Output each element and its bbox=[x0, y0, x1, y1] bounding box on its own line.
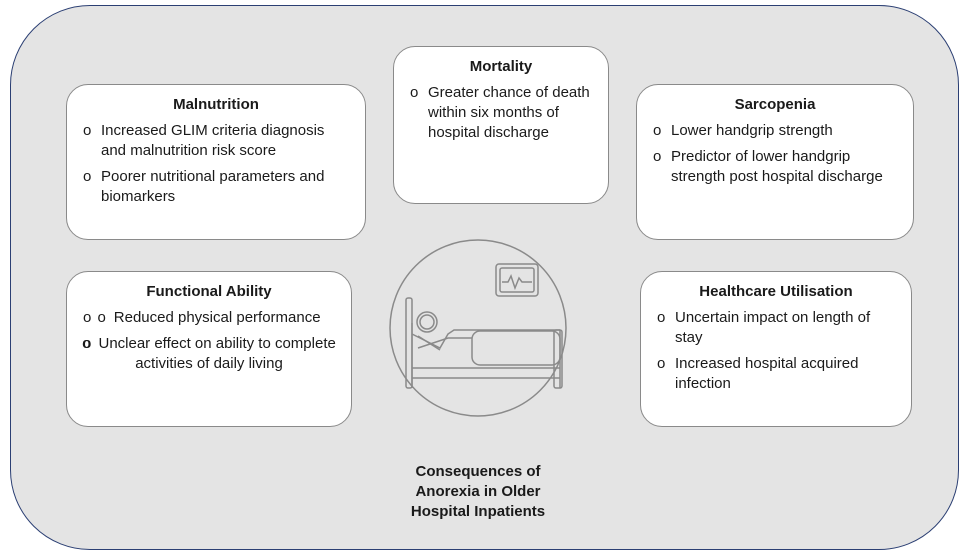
list-item: Lower handgrip strength bbox=[649, 121, 901, 141]
bullet-icon: o bbox=[97, 309, 106, 326]
card-title-healthcare-utilisation: Healthcare Utilisation bbox=[699, 283, 853, 300]
card-list-sarcopenia: Lower handgrip strength Predictor of low… bbox=[649, 121, 901, 187]
bullet-icon: o bbox=[82, 335, 91, 352]
caption-line: Hospital Inpatients bbox=[410, 503, 546, 520]
diagram-caption: Consequences of Anorexia in Older Hospit… bbox=[378, 462, 578, 522]
card-list-malnutrition: Increased GLIM criteria diagnosis and ma… bbox=[79, 121, 353, 207]
list-item: Greater chance of death within six month… bbox=[406, 83, 596, 143]
card-title-malnutrition: Malnutrition bbox=[173, 96, 259, 113]
card-title-mortality: Mortality bbox=[469, 58, 533, 75]
card-title-sarcopenia: Sarcopenia bbox=[734, 96, 816, 113]
list-item: Uncertain impact on length of stay bbox=[653, 308, 899, 348]
card-malnutrition: Malnutrition Increased GLIM criteria dia… bbox=[66, 84, 366, 240]
card-title-functional-ability: Functional Ability bbox=[146, 283, 272, 300]
list-item: Poorer nutritional parameters and biomar… bbox=[79, 167, 353, 207]
list-item: Increased hospital acquired infection bbox=[653, 354, 899, 394]
caption-line: Anorexia in Older bbox=[415, 483, 541, 500]
caption-line: Consequences of bbox=[415, 463, 541, 480]
list-item: Predictor of lower handgrip strength pos… bbox=[649, 147, 901, 187]
hospital-bed-icon bbox=[389, 239, 567, 417]
list-item: Increased GLIM criteria diagnosis and ma… bbox=[79, 121, 353, 161]
card-list-healthcare-utilisation: Uncertain impact on length of stay Incre… bbox=[653, 308, 899, 394]
heart-monitor-icon bbox=[495, 263, 539, 297]
card-sarcopenia: Sarcopenia Lower handgrip strength Predi… bbox=[636, 84, 914, 240]
card-healthcare-utilisation: Healthcare Utilisation Uncertain impact … bbox=[640, 271, 912, 427]
card-mortality: Mortality Greater chance of death within… bbox=[393, 46, 609, 204]
card-list-mortality: Greater chance of death within six month… bbox=[406, 83, 596, 143]
